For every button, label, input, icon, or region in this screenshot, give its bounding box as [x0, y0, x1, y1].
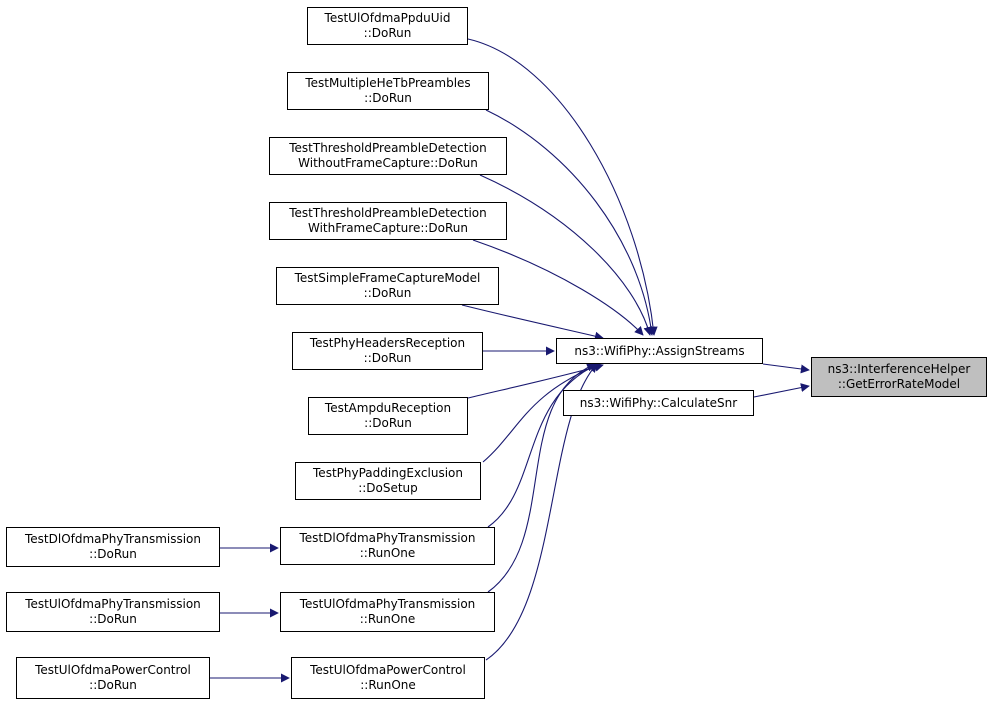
- node-label-line: ::DoRun: [89, 612, 137, 626]
- edge-n_snr-to-n_focus: [753, 383, 810, 398]
- node-label-line: ::GetErrorRateModel: [837, 377, 961, 391]
- node-label-line: TestPhyHeadersReception: [309, 336, 466, 350]
- node-label-line: ::DoRun: [363, 26, 412, 40]
- node-label-line: TestPhyPaddingExclusion: [313, 466, 463, 480]
- edge-n_uid-to-n_assign: [467, 38, 658, 336]
- node-label-line: ::RunOne: [359, 612, 416, 626]
- edge-n_assign-to-n_focus: [762, 363, 810, 374]
- node-label-line: ::DoRun: [363, 286, 412, 300]
- node-label-line: TestUlOfdmaPpduUid: [324, 11, 451, 25]
- node-label-line: ::RunOne: [359, 546, 416, 560]
- node-wifi-phy-calculate-snr[interactable]: ns3::WifiPhy::CalculateSnr: [563, 390, 754, 416]
- node-label-line: TestThresholdPreambleDetection: [289, 141, 487, 155]
- edge-n_dl_runone-to-n_assign: [487, 363, 599, 528]
- node-label-line: ns3::WifiPhy::AssignStreams: [574, 343, 745, 358]
- node-label-line: TestAmpduReception: [324, 401, 452, 415]
- edge-n_multi-to-n_assign: [485, 109, 656, 336]
- node-label-line: TestUlOfdmaPhyTransmission: [299, 597, 476, 611]
- node-label-line: ns3::InterferenceHelper: [827, 362, 971, 376]
- edge-n_thr_wo-to-n_assign: [479, 174, 653, 336]
- node-label-line: TestSimpleFrameCaptureModel: [294, 271, 481, 285]
- node-test-dl-ofdma-phy-transmission-runone[interactable]: TestDlOfdmaPhyTransmission ::RunOne: [280, 527, 495, 565]
- node-label-line: ::DoRun: [364, 416, 412, 430]
- node-label-line: TestThresholdPreambleDetection: [289, 206, 487, 220]
- node-label-line: WithoutFrameCapture::DoRun: [298, 156, 478, 170]
- node-label-line: WithFrameCapture::DoRun: [307, 221, 469, 235]
- node-label-line: ::RunOne: [360, 678, 416, 692]
- node-wifi-phy-assign-streams[interactable]: ns3::WifiPhy::AssignStreams: [556, 338, 763, 364]
- node-test-simple-frame-capture-model-dorun[interactable]: TestSimpleFrameCaptureModel ::DoRun: [276, 267, 499, 305]
- node-test-ul-ofdma-phy-transmission-runone[interactable]: TestUlOfdmaPhyTransmission ::RunOne: [280, 592, 495, 632]
- node-label-line: TestUlOfdmaPhyTransmission: [25, 597, 201, 611]
- node-label-line: TestUlOfdmaPowerControl: [310, 663, 466, 677]
- node-test-ampdu-reception-dorun[interactable]: TestAmpduReception ::DoRun: [308, 397, 468, 435]
- node-test-threshold-preamble-detection-without-frame-capture-dorun[interactable]: TestThresholdPreambleDetection WithoutFr…: [269, 137, 507, 175]
- node-test-multiple-he-tb-preambles-dorun[interactable]: TestMultipleHeTbPreambles ::DoRun: [287, 72, 489, 110]
- node-test-ul-ofdma-ppdu-uid-dorun[interactable]: TestUlOfdmaPpduUid ::DoRun: [307, 7, 468, 45]
- node-test-ul-ofdma-power-control-runone[interactable]: TestUlOfdmaPowerControl ::RunOne: [291, 657, 485, 699]
- node-interference-helper-get-error-rate-model: ns3::InterferenceHelper ::GetErrorRateMo…: [811, 357, 987, 397]
- edge-n_simple-to-n_assign: [461, 304, 604, 341]
- edge-n_thr_w-to-n_assign: [472, 239, 644, 336]
- node-test-phy-headers-reception-dorun[interactable]: TestPhyHeadersReception ::DoRun: [292, 332, 483, 370]
- node-label-line: TestUlOfdmaPowerControl: [35, 663, 191, 677]
- node-test-threshold-preamble-detection-with-frame-capture-dorun[interactable]: TestThresholdPreambleDetection WithFrame…: [269, 202, 507, 240]
- node-test-ul-ofdma-phy-transmission-dorun[interactable]: TestUlOfdmaPhyTransmission ::DoRun: [6, 592, 220, 632]
- node-test-ul-ofdma-power-control-dorun[interactable]: TestUlOfdmaPowerControl ::DoRun: [16, 657, 210, 699]
- node-label-line: ::DoRun: [89, 678, 137, 692]
- node-label-line: TestDlOfdmaPhyTransmission: [299, 531, 476, 545]
- node-test-phy-padding-exclusion-dosetup[interactable]: TestPhyPaddingExclusion ::DoSetup: [295, 462, 481, 500]
- node-label-line: ::DoRun: [89, 547, 137, 561]
- edge-n_ul_runone-to-n_assign: [487, 363, 596, 593]
- node-label-line: TestDlOfdmaPhyTransmission: [25, 532, 201, 546]
- node-label-line: ::DoRun: [363, 351, 412, 365]
- node-label-line: ::DoRun: [364, 91, 412, 105]
- node-label-line: ::DoSetup: [358, 481, 418, 495]
- node-label-line: TestMultipleHeTbPreambles: [305, 76, 471, 90]
- node-test-dl-ofdma-phy-transmission-dorun[interactable]: TestDlOfdmaPhyTransmission ::DoRun: [6, 527, 220, 567]
- node-label-line: ns3::WifiPhy::CalculateSnr: [579, 395, 738, 410]
